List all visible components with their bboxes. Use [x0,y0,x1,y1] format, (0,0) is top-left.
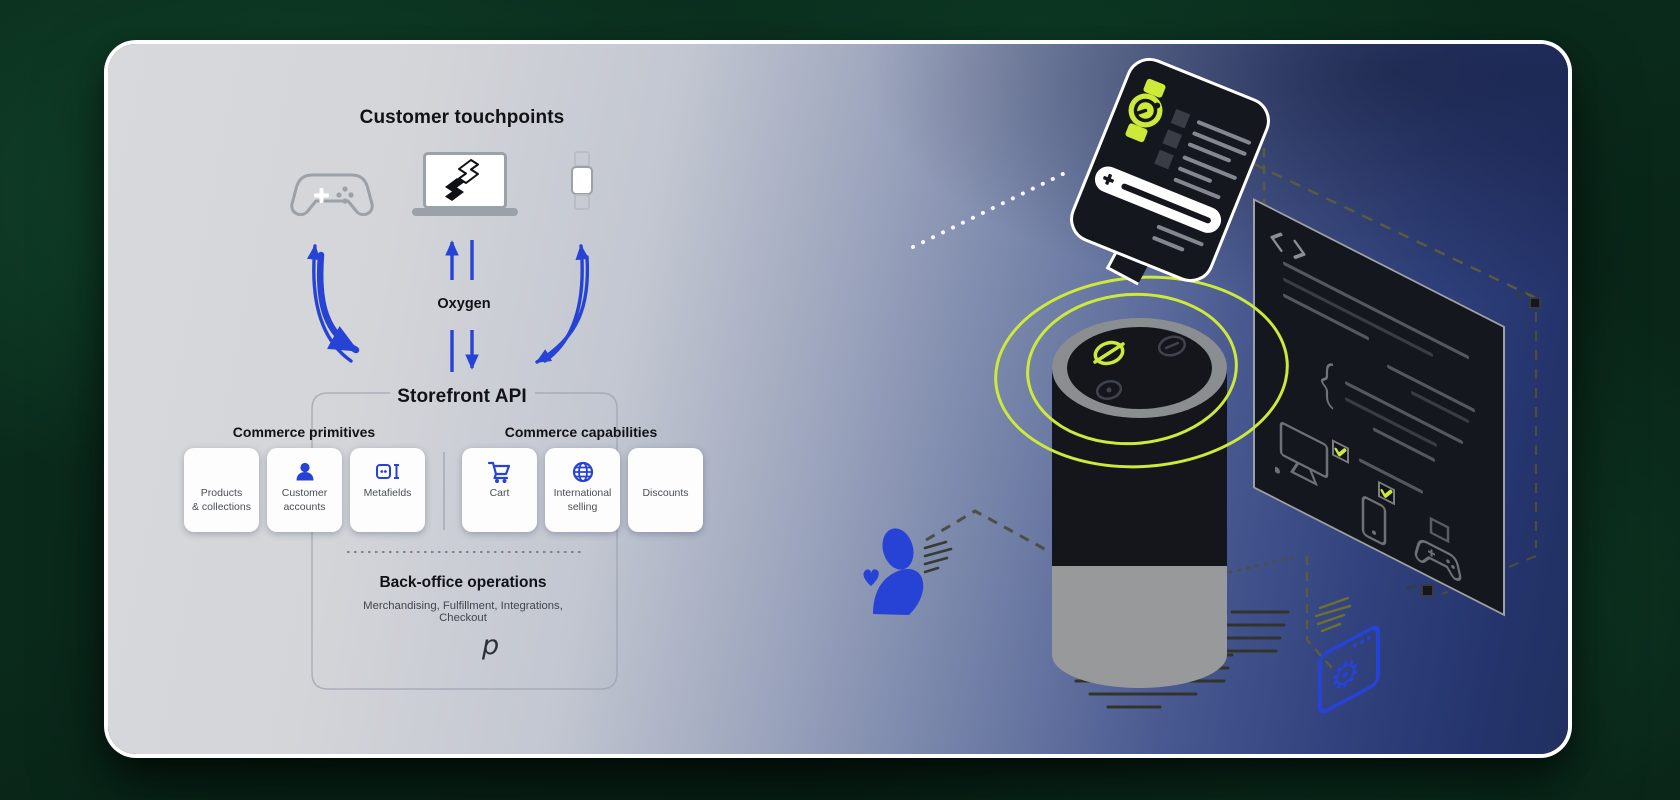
monitor-icon [1275,422,1329,487]
gear-icon: ⚙ [1330,647,1361,704]
laptop-base [412,208,518,216]
chat-bubble [1062,50,1278,290]
checkbox-checked-icon [1332,439,1423,494]
card-label: Metafields [363,487,412,499]
speaker-buttons [1093,335,1187,400]
empty-square-icon [1429,516,1450,544]
speaker-base-bottom [1052,622,1227,688]
footer-lines [1152,224,1204,252]
cart-icon [487,457,513,487]
power-button-icon [1093,340,1125,366]
brand-glyph: p [482,630,500,661]
card-metafields: Metafields [350,448,425,532]
hero-card: Customer touchpoints Oxygen Storefront A… [108,44,1568,754]
smartwatch-touchpoint-icon [571,166,593,195]
storefront-api-label: Storefront API [397,386,527,407]
metafields-icon [375,457,401,487]
laptop-icon [423,152,507,209]
gamepad-icon [290,173,374,217]
phone-icon [1361,496,1387,546]
smartwatch-strap-top [574,151,590,167]
backoffice-subtitle: Merchandising, Fulfillment, Integrations… [363,600,563,624]
input-bar [1094,166,1222,233]
code-panel [1253,198,1505,617]
message-thumbnails [1154,108,1191,170]
browser-dots [1353,634,1371,649]
heart-icon [863,569,879,586]
code-lines [1283,261,1475,462]
gamepad-small-icon [1414,540,1462,581]
card-content: Customer touchpoints Oxygen Storefront A… [108,44,1568,754]
oxygen-label: Oxygen [437,296,491,312]
customer-figure [863,528,953,615]
message-lines [1173,120,1252,200]
card-cart: Cart [462,448,537,532]
touchpoints-title: Customer touchpoints [359,107,565,128]
smartwatch-strap-bottom [574,194,590,210]
person-icon [294,457,316,487]
card-products-collections: Products& collections [184,448,259,532]
device-icons [1275,422,1462,581]
code-icon [1270,232,1306,260]
card-label: Products& collections [192,487,251,513]
chat-bubble-content [1094,78,1252,252]
card-label: Cart [489,487,510,499]
mute-button-icon [1157,335,1187,357]
backoffice-title: Back-office operations [379,574,547,591]
capabilities-title: Commerce capabilities [504,424,658,440]
hydrogen-logo-icon [445,158,479,201]
speaker-top-face [1067,327,1212,409]
globe-icon [571,457,595,487]
checkbox-checked-icon [1378,480,1395,506]
card-label: Discounts [642,487,689,499]
dot-button-icon [1095,380,1123,400]
primitives-title: Commerce primitives [232,424,376,440]
smartwatch-icon [1125,78,1166,143]
card-discounts: Discounts [628,448,703,532]
smart-speaker [1052,318,1227,690]
